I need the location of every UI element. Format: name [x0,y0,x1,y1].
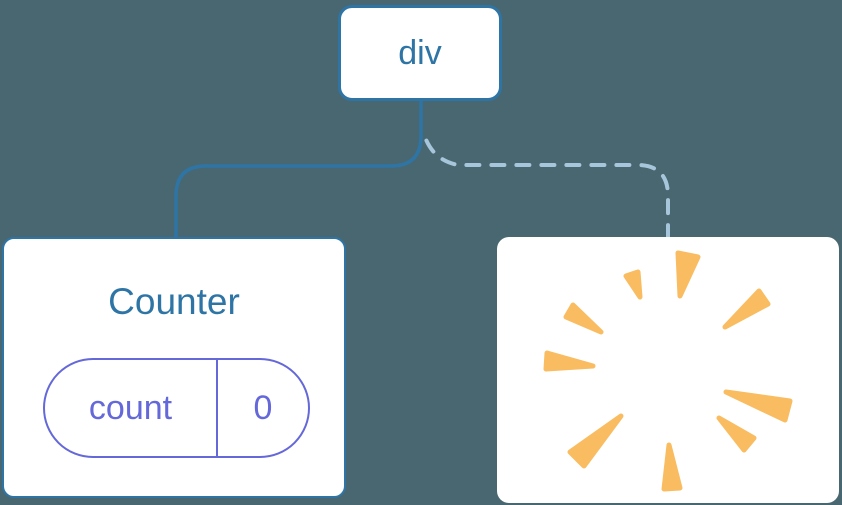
poof-rays [543,250,793,492]
node-div-label: div [398,33,442,72]
state-key-label: count [88,388,173,427]
node-div: div [338,5,502,101]
state-pill: count 0 [43,358,310,458]
counter-title: Counter [108,281,240,322]
poof-starburst-icon [543,250,793,492]
edge-dashed-div-to-destroyed [422,132,670,241]
counter-card: Counter count 0 [2,237,346,498]
state-value: 0 [216,360,308,456]
destroyed-card [497,237,839,503]
edge-solid-div-to-counter [174,101,423,239]
